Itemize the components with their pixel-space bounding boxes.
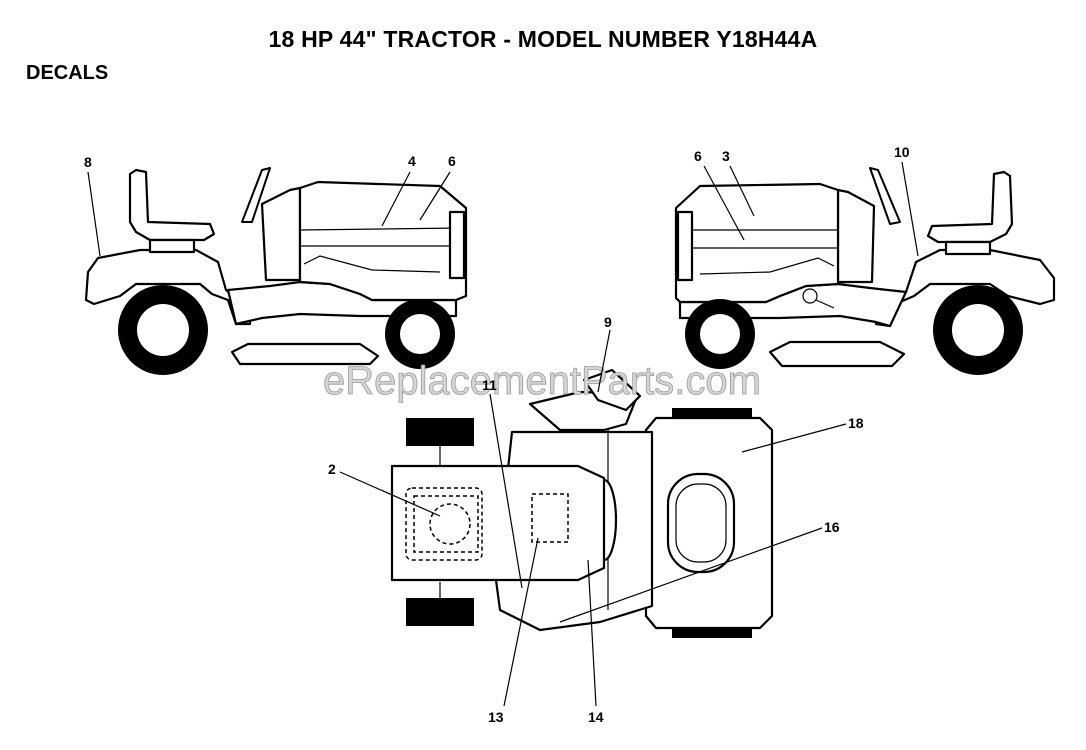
top-front-wheel-lower — [406, 598, 474, 626]
callout-3: 3 — [722, 148, 730, 164]
callout-6-right: 6 — [694, 148, 702, 164]
tractor-right-side-view — [674, 167, 1056, 375]
callout-13: 13 — [488, 709, 504, 725]
callout-18: 18 — [848, 415, 864, 431]
mower-deck-right — [768, 340, 906, 368]
seat-left — [128, 168, 216, 242]
callout-14: 14 — [588, 709, 604, 725]
top-front-wheel-upper — [406, 418, 474, 446]
grille-left — [448, 210, 466, 280]
steering-wheel-left — [241, 167, 271, 223]
callout-9: 9 — [604, 314, 612, 330]
tractor-left-side-view — [84, 167, 468, 375]
diagram-title: 18 HP 44" TRACTOR - MODEL NUMBER Y18H44A — [268, 26, 818, 52]
seat-post-right — [944, 240, 992, 256]
steering-wheel-right — [869, 167, 901, 225]
top-hood — [390, 464, 606, 582]
callout-numbers: 8 4 6 6 3 10 9 11 18 2 16 13 14 — [84, 144, 910, 725]
callout-6-left: 6 — [448, 153, 456, 169]
top-upper-panel — [582, 368, 642, 412]
callout-4: 4 — [408, 153, 416, 169]
section-label: DECALS — [26, 62, 109, 84]
seat-post-left — [148, 238, 196, 254]
seat-right — [926, 170, 1014, 244]
callout-10: 10 — [894, 144, 910, 160]
tractor-top-view — [390, 368, 774, 638]
callout-2: 2 — [328, 461, 336, 477]
leader-lines — [87, 161, 919, 707]
callout-11: 11 — [482, 377, 497, 393]
callout-8: 8 — [84, 154, 92, 170]
mower-deck-left — [230, 342, 380, 366]
callout-16: 16 — [824, 519, 840, 535]
dash-left — [260, 186, 302, 282]
top-seat — [666, 472, 736, 574]
hood-right — [674, 182, 840, 304]
hood-left — [298, 180, 468, 302]
grille-right — [676, 210, 694, 282]
watermark: eReplacementParts.com — [323, 359, 761, 403]
dash-right — [836, 188, 876, 284]
